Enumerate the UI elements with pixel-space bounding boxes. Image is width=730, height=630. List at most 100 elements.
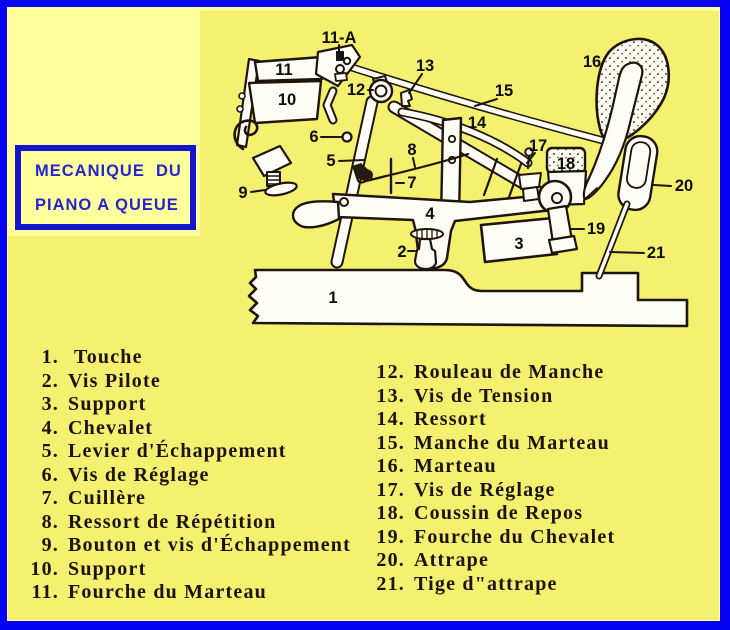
legend-item-name: Vis de Tension [414,384,554,407]
legend-item-number: 1. [41,346,59,368]
diagram-label-13: 13 [416,57,434,75]
legend-column-left: 1. Touche 2. Vis Pilote 3. Support 4. Chevalet 5… [30,346,351,605]
diagram-label-2: 2 [397,243,406,261]
legend-item-number: 8. [41,510,59,533]
legend-item-name: Support [68,393,147,415]
legend-item: 2. Vis Pilote [30,370,351,394]
legend-item-number: 3. [41,393,59,415]
legend-item: 11. Fourche du Marteau [30,581,351,605]
legend-item-number: 2. [41,369,59,392]
hook [233,119,259,151]
title-line-2: PIANO A QUEUE [35,196,179,214]
diagram-label-8: 8 [407,141,416,159]
legend-item-number: 16. [376,455,405,477]
spring-strut [482,157,499,197]
legend-item-name: Manche du Marteau [414,431,610,454]
legend-item: 15. Manche du Marteau [376,432,615,456]
legend-item: 1. Touche [30,346,351,370]
upper-support [247,79,323,125]
legend-item-name: Ressort de Répétition [68,510,277,533]
legend-item-number: 15. [376,431,405,454]
diagram-label-18: 18 [557,155,575,173]
diagram-label-16: 16 [583,53,601,71]
legend-item-name: Vis Pilote [68,369,161,392]
legend-item-name: Ressort [414,408,487,430]
legend-item-number: 18. [376,502,405,524]
diagram-label-12: 12 [347,81,365,99]
legend-item: 17.Vis de Réglage [376,479,615,503]
legend-item-name: Chevalet [68,416,154,439]
hammer-fork [253,55,324,83]
legend-item: 9.Bouton et vis d'Échappement [30,534,351,558]
diagram-label-20: 20 [675,177,693,195]
legend-item-number: 11. [31,581,59,603]
legend-item: 4. Chevalet [30,417,351,441]
diagram-label-6: 6 [309,128,318,146]
key-shape [247,268,689,328]
legend-item: 16. Marteau [376,455,615,479]
diagram-label-15: 15 [495,82,513,100]
legend-item: 21. Tige d"attrape [376,573,615,597]
escapement-button [264,181,298,197]
legend-item-name: Support [68,557,147,580]
diagram-label-9: 9 [238,184,247,202]
legend-item-number: 9. [41,534,59,556]
diagram-label-1: 1 [328,289,337,307]
capstan-screw [413,237,438,271]
diagram-label-17: 17 [529,137,547,155]
diagram-label-7: 7 [407,174,416,192]
legend-item-number: 7. [41,487,59,509]
legend-item: 12.Rouleau de Manche [376,361,615,385]
wippen-arm [291,200,341,229]
legend-item: 19. Fourche du Chevalet [376,526,615,550]
repetition-spring [364,152,470,183]
diagram-label-11: 11 [275,61,292,79]
legend-item-name: Fourche du Chevalet [414,525,616,548]
legend-item-name: Cuillère [68,487,147,509]
title-line-1: MECANIQUE DU [35,162,182,180]
legend-item-name: Touche [74,346,143,368]
legend-item: 6.Vis de Réglage [30,464,351,488]
legend-item-number: 5. [41,440,59,462]
legend-item: 14. Ressort [376,408,615,432]
diagram-label-5: 5 [326,152,335,170]
center-pin-11A [336,51,344,61]
flange-bar [235,57,261,149]
legend-item-number: 6. [41,463,59,486]
spring-strut [506,162,523,202]
legend-item: 3. Support [30,393,351,417]
diagram-label-10: 10 [278,91,296,109]
title-box: MECANIQUE DU PIANO A QUEUE [15,145,196,230]
legend-item-name: Fourche du Marteau [68,581,267,603]
legend-item-name: Marteau [414,455,497,477]
diagram-label-19: 19 [587,220,605,238]
back-check [617,134,659,212]
hammer-molding [582,61,644,201]
diagram-label-11-A: 11-A [322,29,357,47]
legend-item-name: Vis de Réglage [414,478,556,501]
legend-item-number: 13. [376,384,405,407]
diagram-label-21: 21 [647,244,665,262]
legend-item: 8. Ressort de Répétition [30,511,351,535]
leader-lines [250,44,672,254]
diagram-label-4: 4 [425,205,435,223]
legend-item: 13. Vis de Tension [376,385,615,409]
legend-item-name: Coussin de Repos [414,502,584,524]
diagram-label-3: 3 [514,235,523,253]
legend-item-number: 21. [376,572,405,595]
escapement-block [251,144,293,178]
diagram-label-14: 14 [468,114,487,132]
diagram-labels: 11-A 11 10 12 13 15 14 16 65 8 7 17 18 20 9 4 2 3 19 21 1 [238,29,693,307]
roller-ring [368,78,394,104]
legend-item-number: 4. [41,416,59,439]
legend-item-number: 10. [30,557,59,580]
legend-item-number: 20. [376,549,405,571]
legend-item: 18. Coussin de Repos [376,502,615,526]
tension-screw [400,89,413,107]
legend-item-number: 14. [376,408,405,430]
legend-item-number: 19. [376,525,405,548]
legend-item-name: Tige d"attrape [414,572,558,595]
